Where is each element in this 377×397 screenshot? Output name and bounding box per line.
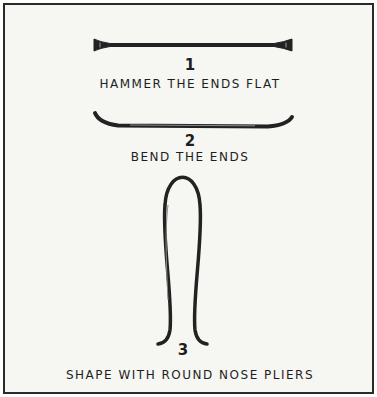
wire-shading <box>130 125 255 127</box>
flat-shading <box>100 43 286 48</box>
step-caption: HAMMER THE ENDS FLAT <box>99 78 280 90</box>
panel-border <box>4 4 373 393</box>
wire-flattened <box>94 39 292 51</box>
callout-number: 3 <box>178 343 188 358</box>
callout-number: 2 <box>185 134 195 149</box>
wire-bent <box>95 113 292 127</box>
callout-number: 1 <box>185 58 195 73</box>
loop-shading <box>166 205 168 300</box>
step-caption: BEND THE ENDS <box>131 151 250 163</box>
wire-loop <box>158 177 207 344</box>
step-caption: SHAPE WITH ROUND NOSE PLIERS <box>66 369 314 381</box>
